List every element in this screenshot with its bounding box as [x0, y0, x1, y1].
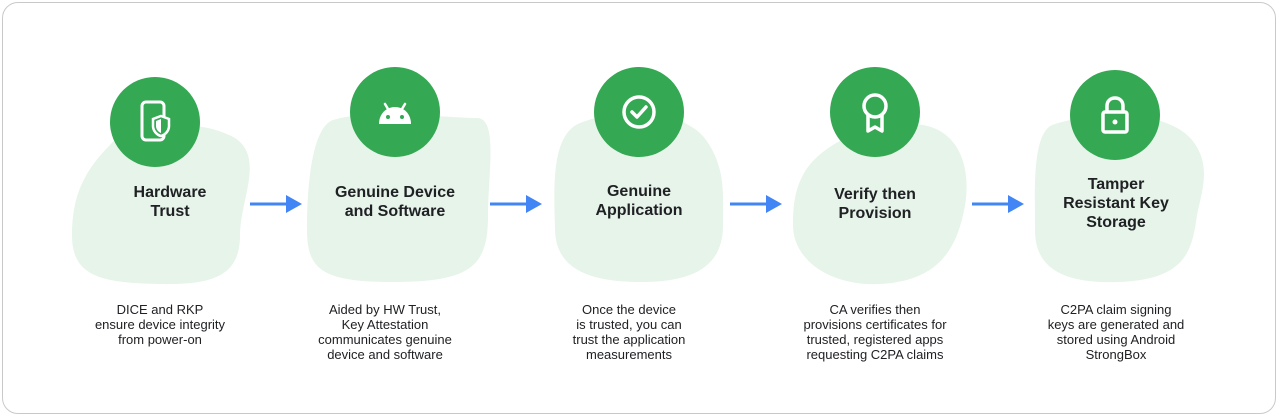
step-description: Once the device is trusted, you can trus… [572, 302, 686, 362]
step-tamper-resistant: Tamper Resistant Key Storage C2PA claim … [1007, 0, 1247, 418]
arrow-right-icon [250, 195, 302, 213]
step-description: C2PA claim signing keys are generated an… [1047, 302, 1185, 362]
certificate-ribbon-icon [830, 67, 920, 157]
phone-shield-icon [110, 77, 200, 167]
blob-shape [554, 113, 724, 283]
step-title: Genuine Device and Software [334, 184, 456, 220]
blob-shape [793, 123, 967, 285]
step-description: Aided by HW Trust, Key Attestation commu… [318, 302, 452, 362]
arrow-right-icon [972, 195, 1024, 213]
step-hardware-trust: Hardware Trust DICE and RKP ensure devic… [40, 0, 280, 418]
step-title: Genuine Application [595, 183, 683, 219]
blob-shape [307, 114, 491, 282]
step-title: Verify then Provision [834, 186, 916, 222]
step-verify-provision: Verify then Provision CA verifies then p… [763, 0, 1003, 418]
check-circle-icon [594, 67, 684, 157]
step-title: Tamper Resistant Key Storage [1063, 176, 1169, 231]
android-icon [350, 67, 440, 157]
blob-shape [72, 124, 250, 285]
step-genuine-device: Genuine Device and Software Aided by HW … [283, 0, 523, 418]
step-description: CA verifies then provisions certificates… [803, 302, 947, 362]
lock-icon [1070, 70, 1160, 160]
step-genuine-application: Genuine Application Once the device is t… [521, 0, 761, 418]
arrow-right-icon [730, 195, 782, 213]
blob-shape [1034, 115, 1204, 283]
step-description: DICE and RKP ensure device integrity fro… [94, 302, 226, 347]
arrow-right-icon [490, 195, 542, 213]
step-title: Hardware Trust [133, 184, 207, 220]
